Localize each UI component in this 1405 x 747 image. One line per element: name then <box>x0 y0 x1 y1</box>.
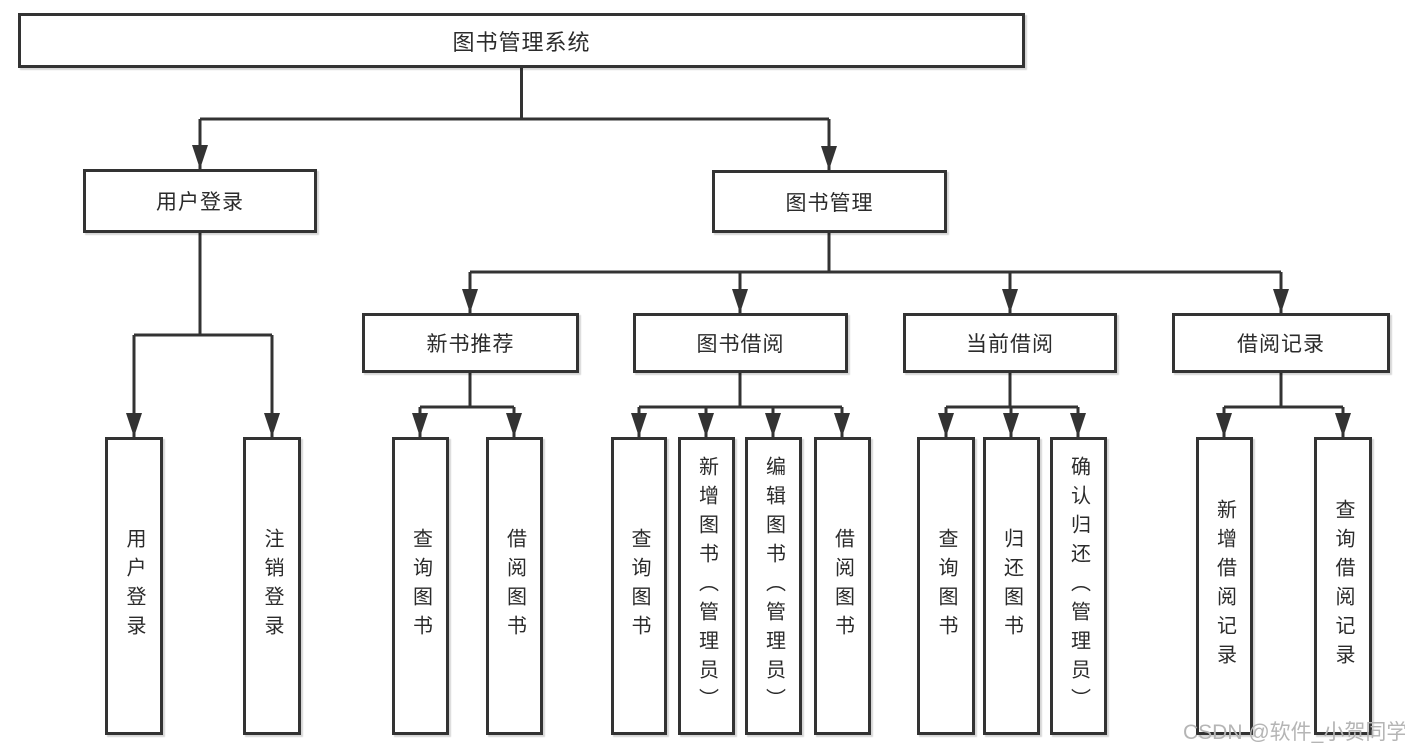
leaf-edit-books-admin: 编辑图书（管理员） <box>745 437 802 735</box>
node-label: 借阅记录 <box>1237 333 1325 356</box>
leaf-query-books: 查询图书 <box>392 437 449 735</box>
leaf-borrow-books: 借阅图书 <box>486 437 543 735</box>
node-label: 编辑图书（管理员） <box>762 455 785 717</box>
node-user-login: 用户登录 <box>83 169 317 233</box>
node-label: 查询图书 <box>409 528 432 644</box>
node-label: 图书借阅 <box>696 333 785 356</box>
node-label: 新增借阅记录 <box>1213 499 1236 673</box>
node-label: 查询借阅记录 <box>1332 499 1354 673</box>
node-system-root: 图书管理系统 <box>18 13 1025 68</box>
node-label: 图书管理系统 <box>452 29 591 55</box>
node-label: 新书推荐 <box>426 333 515 356</box>
leaf-query-books: 查询图书 <box>611 437 667 735</box>
node-current-borrowing: 当前借阅 <box>903 313 1117 373</box>
leaf-query-books: 查询图书 <box>917 437 975 735</box>
node-new-book-recommend: 新书推荐 <box>362 313 579 373</box>
leaf-user-login: 用户登录 <box>105 437 163 735</box>
leaf-confirm-return-admin: 确认归还（管理员） <box>1050 437 1107 735</box>
node-label: 用户登录 <box>123 528 145 644</box>
leaf-logout: 注销登录 <box>243 437 301 735</box>
node-label: 用户登录 <box>156 191 244 214</box>
node-label: 当前借阅 <box>966 333 1054 356</box>
node-book-borrowing: 图书借阅 <box>633 313 848 373</box>
node-label: 借阅图书 <box>503 528 526 644</box>
node-label: 归还图书 <box>1000 528 1023 644</box>
node-label: 注销登录 <box>261 528 283 644</box>
node-label: 新增图书（管理员） <box>695 455 718 717</box>
leaf-query-borrow-record: 查询借阅记录 <box>1314 437 1372 735</box>
leaf-add-borrow-record: 新增借阅记录 <box>1196 437 1253 735</box>
leaf-borrow-books: 借阅图书 <box>814 437 871 735</box>
arrowheads <box>126 145 1351 437</box>
node-borrow-records: 借阅记录 <box>1172 313 1390 373</box>
node-label: 借阅图书 <box>831 528 854 644</box>
node-label: 确认归还（管理员） <box>1067 455 1090 717</box>
leaf-return-books: 归还图书 <box>983 437 1040 735</box>
node-book-management: 图书管理 <box>712 170 947 233</box>
node-label: 查询图书 <box>935 528 957 644</box>
node-label: 图书管理 <box>785 191 874 215</box>
leaf-add-books-admin: 新增图书（管理员） <box>678 437 735 735</box>
node-label: 查询图书 <box>628 528 650 644</box>
csdn-watermark: CSDN @软件_小贺同学 <box>1183 721 1405 744</box>
